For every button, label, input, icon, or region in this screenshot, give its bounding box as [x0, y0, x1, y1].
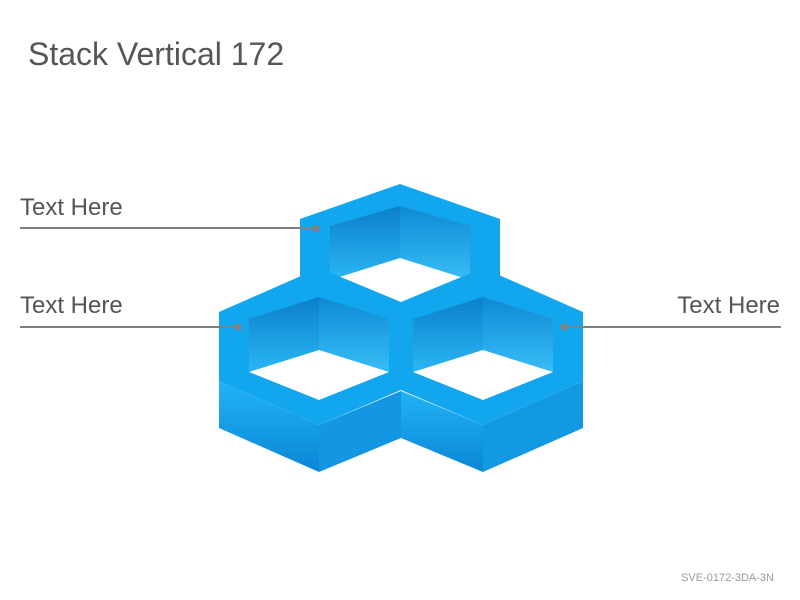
label-top-left[interactable]: Text Here [20, 194, 123, 221]
bottom-left-hexagon-frame [219, 268, 401, 425]
label-mid-left[interactable]: Text Here [20, 292, 123, 319]
slide-title: Stack Vertical 172 [28, 36, 285, 72]
bottom-right-hexagon-frame [401, 268, 583, 425]
label-mid-right[interactable]: Text Here [677, 292, 780, 319]
connector-mid-left [20, 323, 242, 331]
connector-mid-right [560, 323, 781, 331]
slide-code: SVE-0172-3DA-3N [681, 572, 774, 584]
lower-frame-side-walls [219, 381, 583, 472]
connector-top-left [20, 224, 320, 232]
